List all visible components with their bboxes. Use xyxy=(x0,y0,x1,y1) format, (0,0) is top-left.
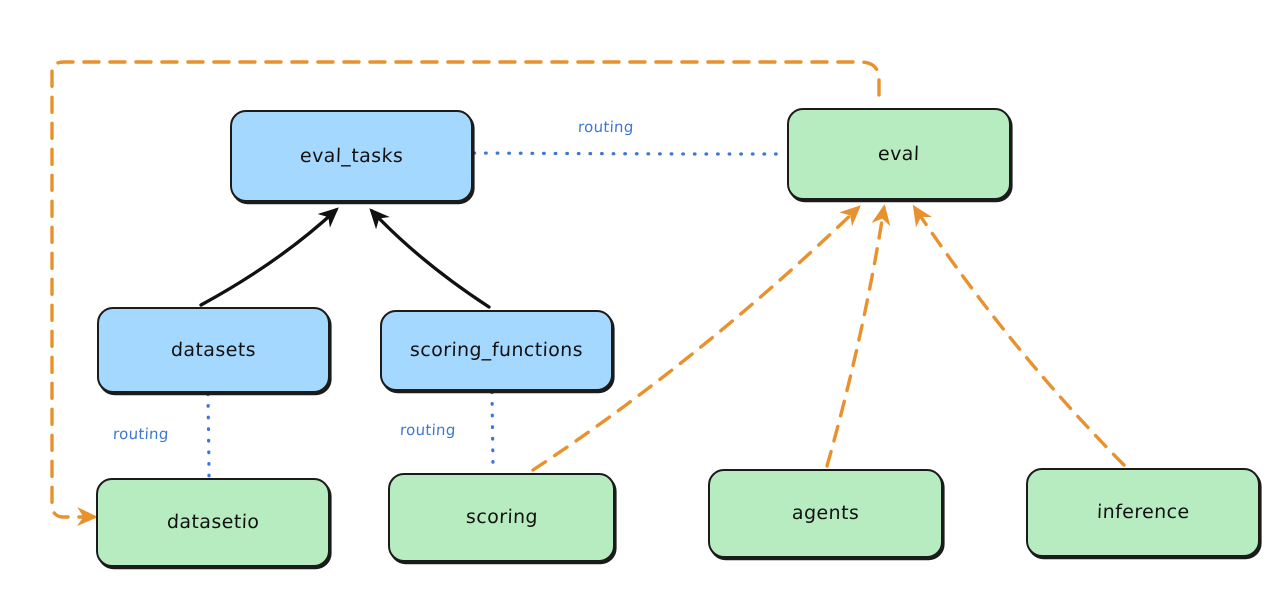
edge-scoring_functions-to-scoring xyxy=(490,390,495,474)
node-eval[interactable]: eval xyxy=(787,108,1011,200)
node-label-scoring_functions: scoring_functions xyxy=(409,339,584,361)
node-label-datasets: datasets xyxy=(170,338,257,361)
node-label-datasetio: datasetio xyxy=(166,511,260,533)
edge-scoring_functions-to-eval_tasks xyxy=(369,208,491,309)
edge-datasets-to-eval_tasks xyxy=(199,207,339,307)
node-label-agents: agents xyxy=(791,502,860,524)
node-agents[interactable]: agents xyxy=(708,469,943,558)
node-label-eval: eval xyxy=(877,142,921,165)
edge-eval_tasks-to-eval xyxy=(472,151,788,156)
edge-datasets-to-datasetio xyxy=(206,392,211,479)
edge-scoring-to-eval xyxy=(531,205,861,472)
node-scoring_functions[interactable]: scoring_functions xyxy=(380,310,613,391)
node-eval_tasks[interactable]: eval_tasks xyxy=(230,110,473,202)
node-datasetio[interactable]: datasetio xyxy=(96,478,330,567)
node-scoring[interactable]: scoring xyxy=(388,473,615,562)
edge-label-routing-eval_tasks-eval: routing xyxy=(577,118,635,136)
node-label-scoring: scoring xyxy=(465,506,538,528)
node-datasets[interactable]: datasets xyxy=(97,307,330,393)
edge-agents-to-eval xyxy=(825,204,891,468)
node-inference[interactable]: inference xyxy=(1026,468,1260,557)
edge-inference-to-eval xyxy=(912,204,1126,467)
node-label-eval_tasks: eval_tasks xyxy=(299,144,404,167)
edge-label-routing-scoring_functions-scoring: routing xyxy=(399,421,457,439)
edge-label-routing-datasets-datasetio: routing xyxy=(112,425,170,443)
edge-datasetio-to-eval xyxy=(50,60,881,527)
node-label-inference: inference xyxy=(1096,501,1190,523)
